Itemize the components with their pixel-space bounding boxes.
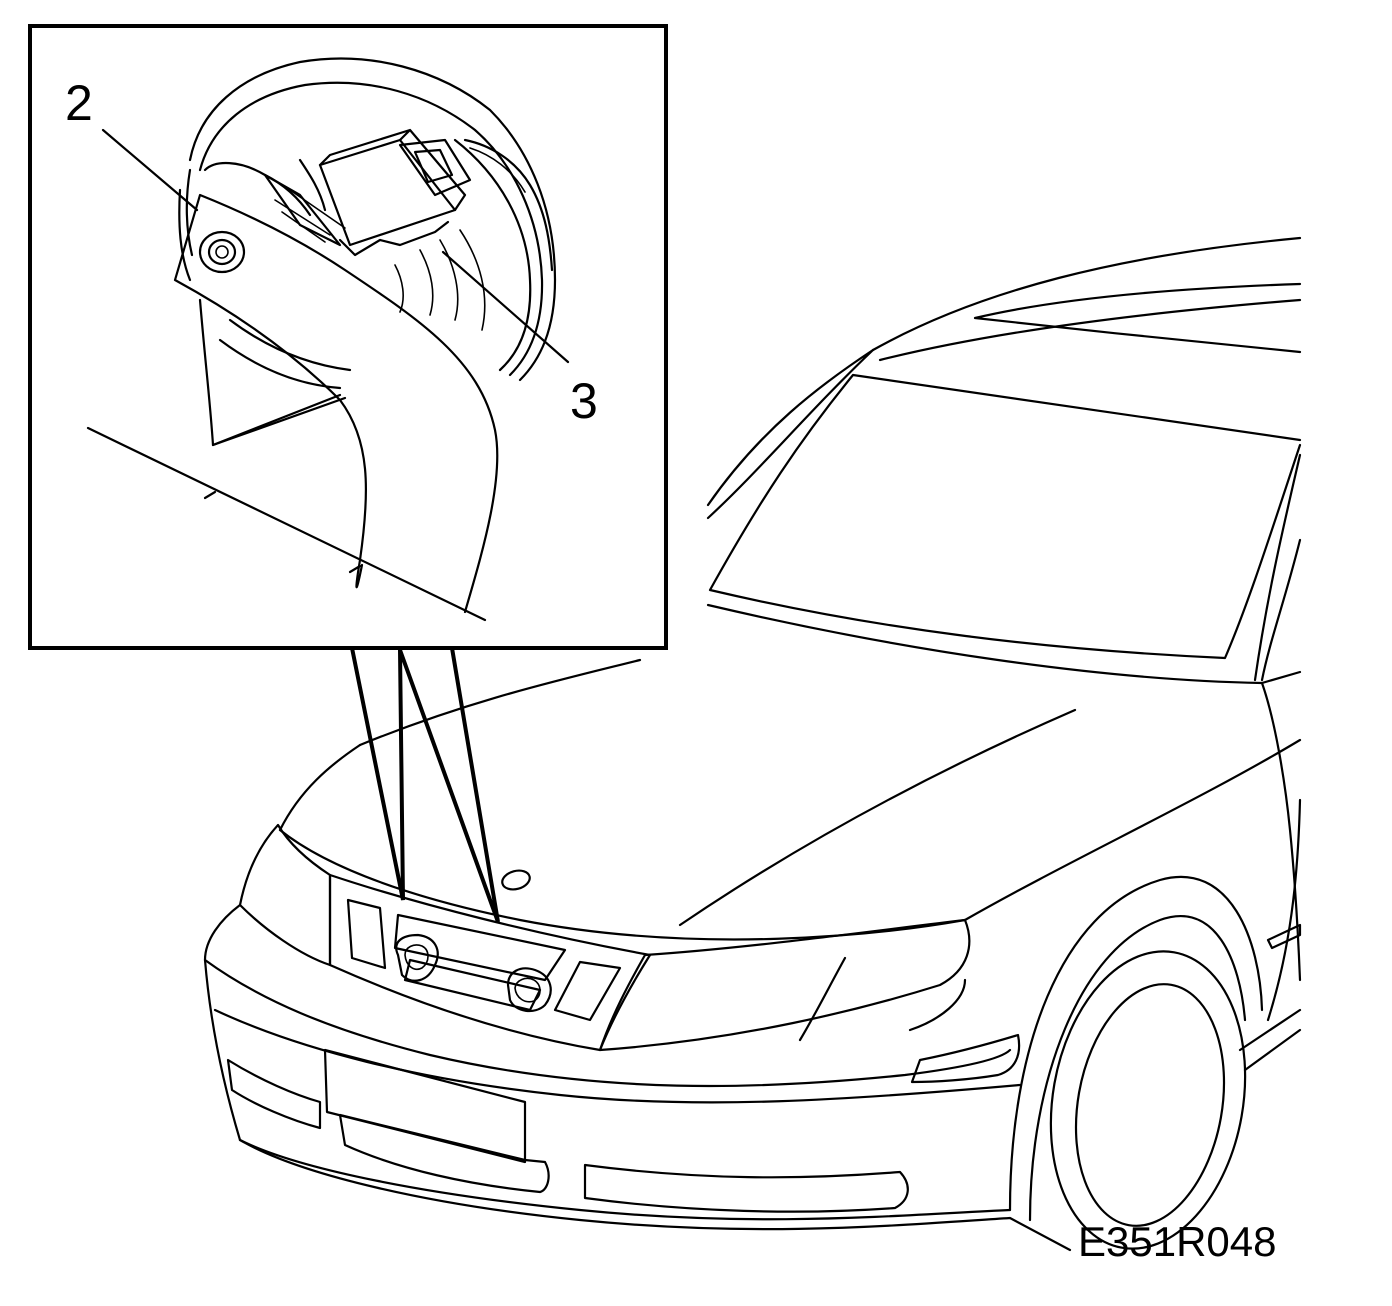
callout-2-leader [101,128,199,212]
car-windshield-frame [706,348,875,520]
car-bonnet-crease [678,708,1077,927]
car-wheel-inner [1074,983,1226,1227]
car-grille-slot-right [553,960,622,1022]
inset-surface-tick-2 [348,564,362,574]
inset-surface-back [211,396,347,447]
horn-bracket-flange [198,298,342,447]
car-windshield [708,373,1302,660]
car-grille-slot-left [346,898,387,970]
inset-surface-line [86,426,487,622]
car-bumper-crease [213,1008,1022,1104]
car-bonnet-leading [278,828,967,941]
car-side-marker [1266,923,1302,950]
callout-2-label: 2 [65,75,93,131]
car-headlight-right-bottom [908,978,967,1032]
horn-connector [318,128,554,272]
horn-shell-rings [394,229,486,331]
car-headlight-left [238,823,332,967]
callout-3-leader [441,250,570,364]
drawing-code: E351R048 [1078,1218,1277,1265]
horn-shell-left [178,168,194,282]
car-roof-line-inner [878,298,1302,362]
car-wheel-outer [1049,950,1247,1250]
car-intake-right [583,1163,909,1213]
car-cowl [706,603,1302,685]
horn-shell-2 [198,81,544,377]
car-side-line [1266,798,1302,1022]
car-sunroof [973,282,1302,354]
car-headlight-right-inner [798,956,847,1042]
horn-shell-outer [188,57,557,382]
horn-bracket-lines [274,189,346,243]
inset-detail: 2 3 [28,24,668,650]
callout-3-label: 3 [570,373,598,429]
car-bumper-lower [203,958,1012,1221]
car-horn-left [395,933,439,982]
car-bumper-bottom [238,1138,1072,1252]
car-intake-left [226,1058,322,1130]
horn-shell-3 [453,138,532,372]
car-grille-bar [393,913,567,982]
car-wheel-arch-inner [1028,914,1247,1222]
car-foglight-right [910,1033,1021,1084]
car-a-pillar [1253,453,1302,682]
car-bonnet-front [278,743,362,832]
horn-mounting-bolt [198,230,246,274]
car-grille-outline [328,873,652,1052]
car-sill [1238,1008,1302,1072]
inset-frame [28,24,668,650]
car-license-plate [323,1048,527,1164]
car-intake-center [338,1113,550,1194]
car-wheel-arch [1008,875,1264,1212]
horn-bracket [173,193,499,614]
car-illustration [203,236,1302,1252]
car-side-top [1260,681,1302,982]
inset-surface-tick-1 [203,490,217,500]
car-washer-nozzle [501,869,531,891]
car-roof-line [871,236,1302,352]
car-fender-line [963,738,1302,922]
car-horn-right [506,967,552,1013]
